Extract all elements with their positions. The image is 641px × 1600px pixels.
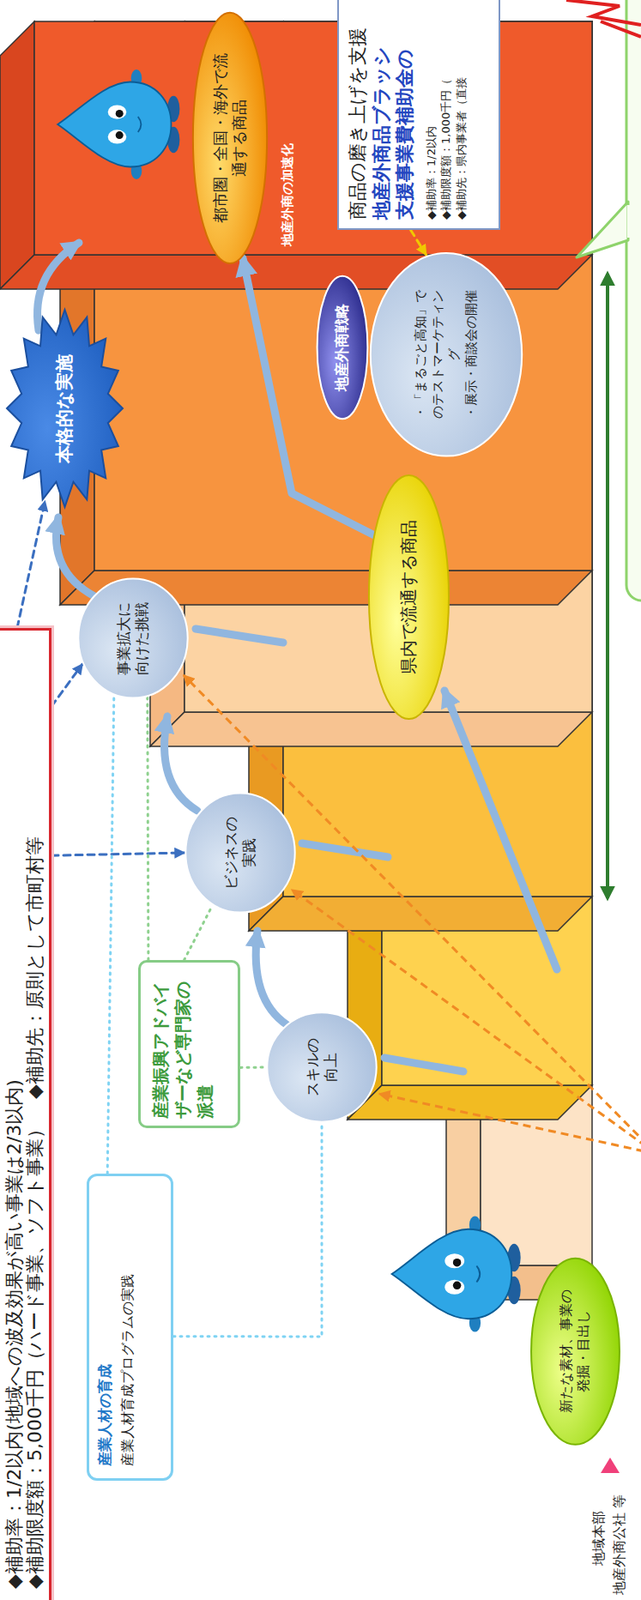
bubble-body — [626, 0, 641, 601]
rise-arrow — [444, 690, 557, 970]
mascot — [57, 69, 180, 180]
ellipse-outline — [78, 578, 188, 698]
step-up-arrows — [37, 242, 557, 1072]
support-arrow — [183, 675, 641, 1155]
connector — [17, 501, 45, 629]
advisor-box: 産業振興アドバイザーなど専門家の派遣 — [138, 960, 241, 1129]
text-group: 県内で流通する商品 — [398, 520, 420, 675]
callout-bubble — [576, 0, 641, 601]
node-text: 地産外商品ブラッシ — [369, 0, 394, 220]
node-text: ◆補助限度額：5,000千円（ハード事業、ソフト事業） — [24, 1119, 46, 1590]
step-up-arrow — [164, 716, 198, 811]
bubble-join — [627, 205, 633, 238]
connector — [184, 906, 213, 962]
step-up-arrow — [255, 931, 288, 1026]
node-text: スキルの向上 — [303, 1035, 341, 1099]
burst-line — [600, 21, 641, 37]
step-up-arrow — [56, 517, 95, 597]
phase-label: 地産外商の加速化 — [279, 143, 296, 247]
org-label: 地産外商公社 等 — [610, 1494, 628, 1596]
step-up-arrow — [37, 242, 79, 331]
text-group: 地産外商戦略 — [332, 303, 351, 392]
stage-circle: ビジネスの実践 — [184, 792, 297, 914]
support-arrow — [379, 1094, 641, 1155]
step-side — [0, 254, 593, 290]
stage-circle: 事業拡大に向けた挑戦 — [77, 577, 189, 700]
node-text: ◆補助先：県内事業者（直接 — [453, 0, 470, 220]
pointer-triangle — [600, 1457, 620, 1474]
step-blocks — [0, 21, 593, 1301]
activity-circle: ・「まるごと高知」でのテストマーケティング・展示・商談会の開催 — [368, 250, 524, 458]
grant-box: 商品の磨き上げを支援地産外商品ブラッシ支援事業費補助金の◆補助率：1/2以内◆補… — [337, 0, 501, 230]
connector — [51, 852, 185, 856]
node-text: 産業人材の育成 — [96, 1188, 115, 1467]
node-text: ビジネスの実践 — [222, 815, 260, 891]
node-text: ◆補助限度額：1,000千円（ — [438, 0, 454, 220]
subsidy-note-box: ◆補助率：1/2以内(地域への波及効果が高い事業は2/3以内)◆補助限度額：5,… — [0, 628, 52, 1600]
burst-outline — [6, 309, 123, 508]
node-text: 地産外商戦略 — [332, 303, 351, 392]
step-tail — [302, 843, 388, 858]
step-top — [0, 21, 35, 290]
step-side — [150, 712, 593, 747]
product-ellipse: 県内で流通する商品 — [368, 472, 450, 722]
node-text: 支援事業費補助金の — [393, 0, 418, 220]
node-text: ◆補助先：原則として市町村等 — [24, 836, 46, 1100]
strategy-ellipse: 地産外商戦略 — [316, 274, 369, 421]
launch-burst: 本格的な実施 — [6, 309, 123, 508]
node-text: 商品の磨き上げを支援 — [345, 0, 370, 220]
step-side — [347, 1085, 593, 1120]
support-arrows — [183, 675, 641, 1155]
text-row: ◆補助率：1/2以内(地域への波及効果が高い事業は2/3以内) — [4, 641, 25, 1590]
seed-ellipse: 新たな素材、事業の発掘・目出し — [530, 1256, 621, 1447]
text-group: スキルの向上 — [303, 1035, 341, 1099]
connector — [240, 1066, 267, 1070]
text-group: ・「まるごと高知」でのテストマーケティング・展示・商談会の開催 — [412, 286, 480, 423]
connector — [147, 697, 149, 961]
step-tail — [384, 1058, 464, 1072]
connector — [242, 258, 374, 536]
training-box: 産業人材の育成産業人材育成プログラムの実践 — [86, 1173, 174, 1482]
ellipse-outline — [185, 792, 295, 913]
ellipse-outline — [317, 276, 369, 420]
product-ellipse: 都市圏・全国・海外で流通する商品 — [192, 10, 268, 267]
node-text: 新たな素材、事業の発掘・目出し — [557, 1289, 593, 1414]
node-text: 本格的な実施 — [53, 354, 76, 464]
text-group: 事業拡大に向けた挑戦 — [114, 600, 152, 677]
text-group: 新たな素材、事業の発掘・目出し — [557, 1289, 593, 1414]
node-text: 産業人材育成プログラムの実践 — [119, 1188, 137, 1467]
connector — [411, 229, 427, 255]
node-text: ◆補助率：1/2以内 — [423, 0, 440, 220]
ellipse-outline — [266, 1012, 376, 1122]
step-front — [34, 21, 593, 255]
node-text: ・「まるごと高知」でのテストマーケティング — [412, 286, 464, 423]
red-burst — [566, 0, 641, 37]
span-double-arrow — [605, 273, 610, 899]
stage-circle: スキルの向上 — [266, 1011, 378, 1124]
node-text: ・展示・商談会の開催 — [463, 286, 481, 423]
connector — [51, 664, 83, 707]
ellipse-outline — [370, 253, 522, 457]
org-label: 地域本部 — [590, 1511, 607, 1567]
ellipse-outline — [193, 12, 267, 264]
ellipse-outline — [531, 1257, 620, 1445]
bubble-pointer — [576, 201, 629, 258]
text-group: ビジネスの実践 — [222, 815, 260, 891]
text-group: 都市圏・全国・海外で流通する商品 — [211, 53, 250, 224]
node-text: ◆補助率：1/2以内(地域への波及効果が高い事業は2/3以内) — [4, 1079, 25, 1590]
node-text: 都市圏・全国・海外で流通する商品 — [211, 53, 250, 224]
text-group: 本格的な実施 — [53, 354, 76, 464]
node-text: 事業拡大に向けた挑戦 — [114, 600, 152, 677]
step-tail — [195, 628, 284, 643]
connector — [107, 695, 115, 1174]
text-row: ◆補助限度額：5,000千円（ハード事業、ソフト事業） ◆補助先：原則として市町村… — [24, 641, 46, 1590]
connector — [173, 1123, 322, 1337]
node-text: 産業振興アドバイザーなど専門家の派遣 — [149, 969, 217, 1119]
mascot — [392, 1216, 521, 1333]
node-text: 県内で流通する商品 — [398, 520, 420, 675]
ellipse-outline — [368, 475, 448, 720]
